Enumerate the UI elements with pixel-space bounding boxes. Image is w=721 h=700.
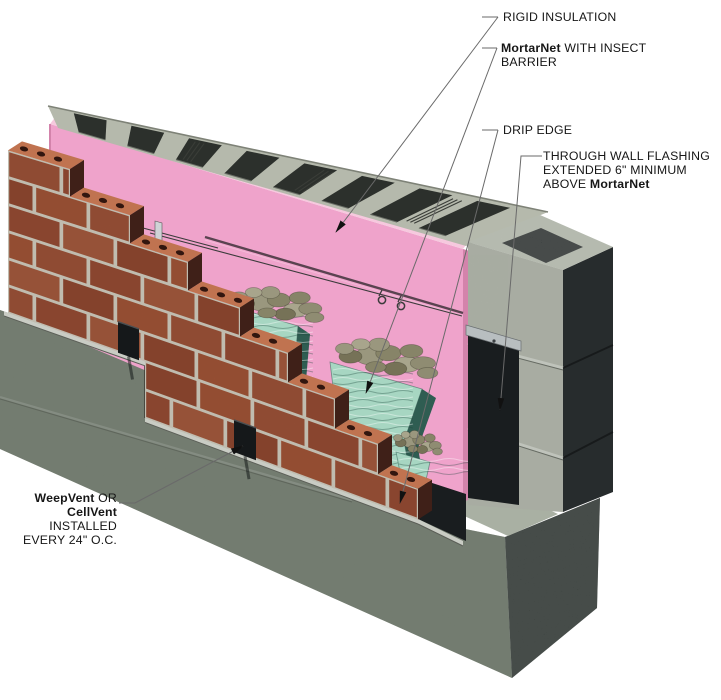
label-weep-vent: WeepVent OR CellVent INSTALLED EVERY 24"… <box>23 491 117 547</box>
cmu-backup-wall <box>47 105 549 246</box>
cmu-end-column <box>465 215 614 512</box>
leader-lines <box>119 16 542 504</box>
label-drip-edge: DRIP EDGE <box>503 123 573 137</box>
drip-edge <box>3 311 464 547</box>
label-mortarnet-insect-barrier: MortarNet WITH INSECT BARRIER <box>501 41 647 69</box>
weep-vent <box>117 321 257 480</box>
label-rigid-insulation: RIGID INSULATION <box>503 10 617 24</box>
label-through-wall-flashing: THROUGH WALL FLASHING EXTENDED 6" MINIMU… <box>543 149 710 191</box>
